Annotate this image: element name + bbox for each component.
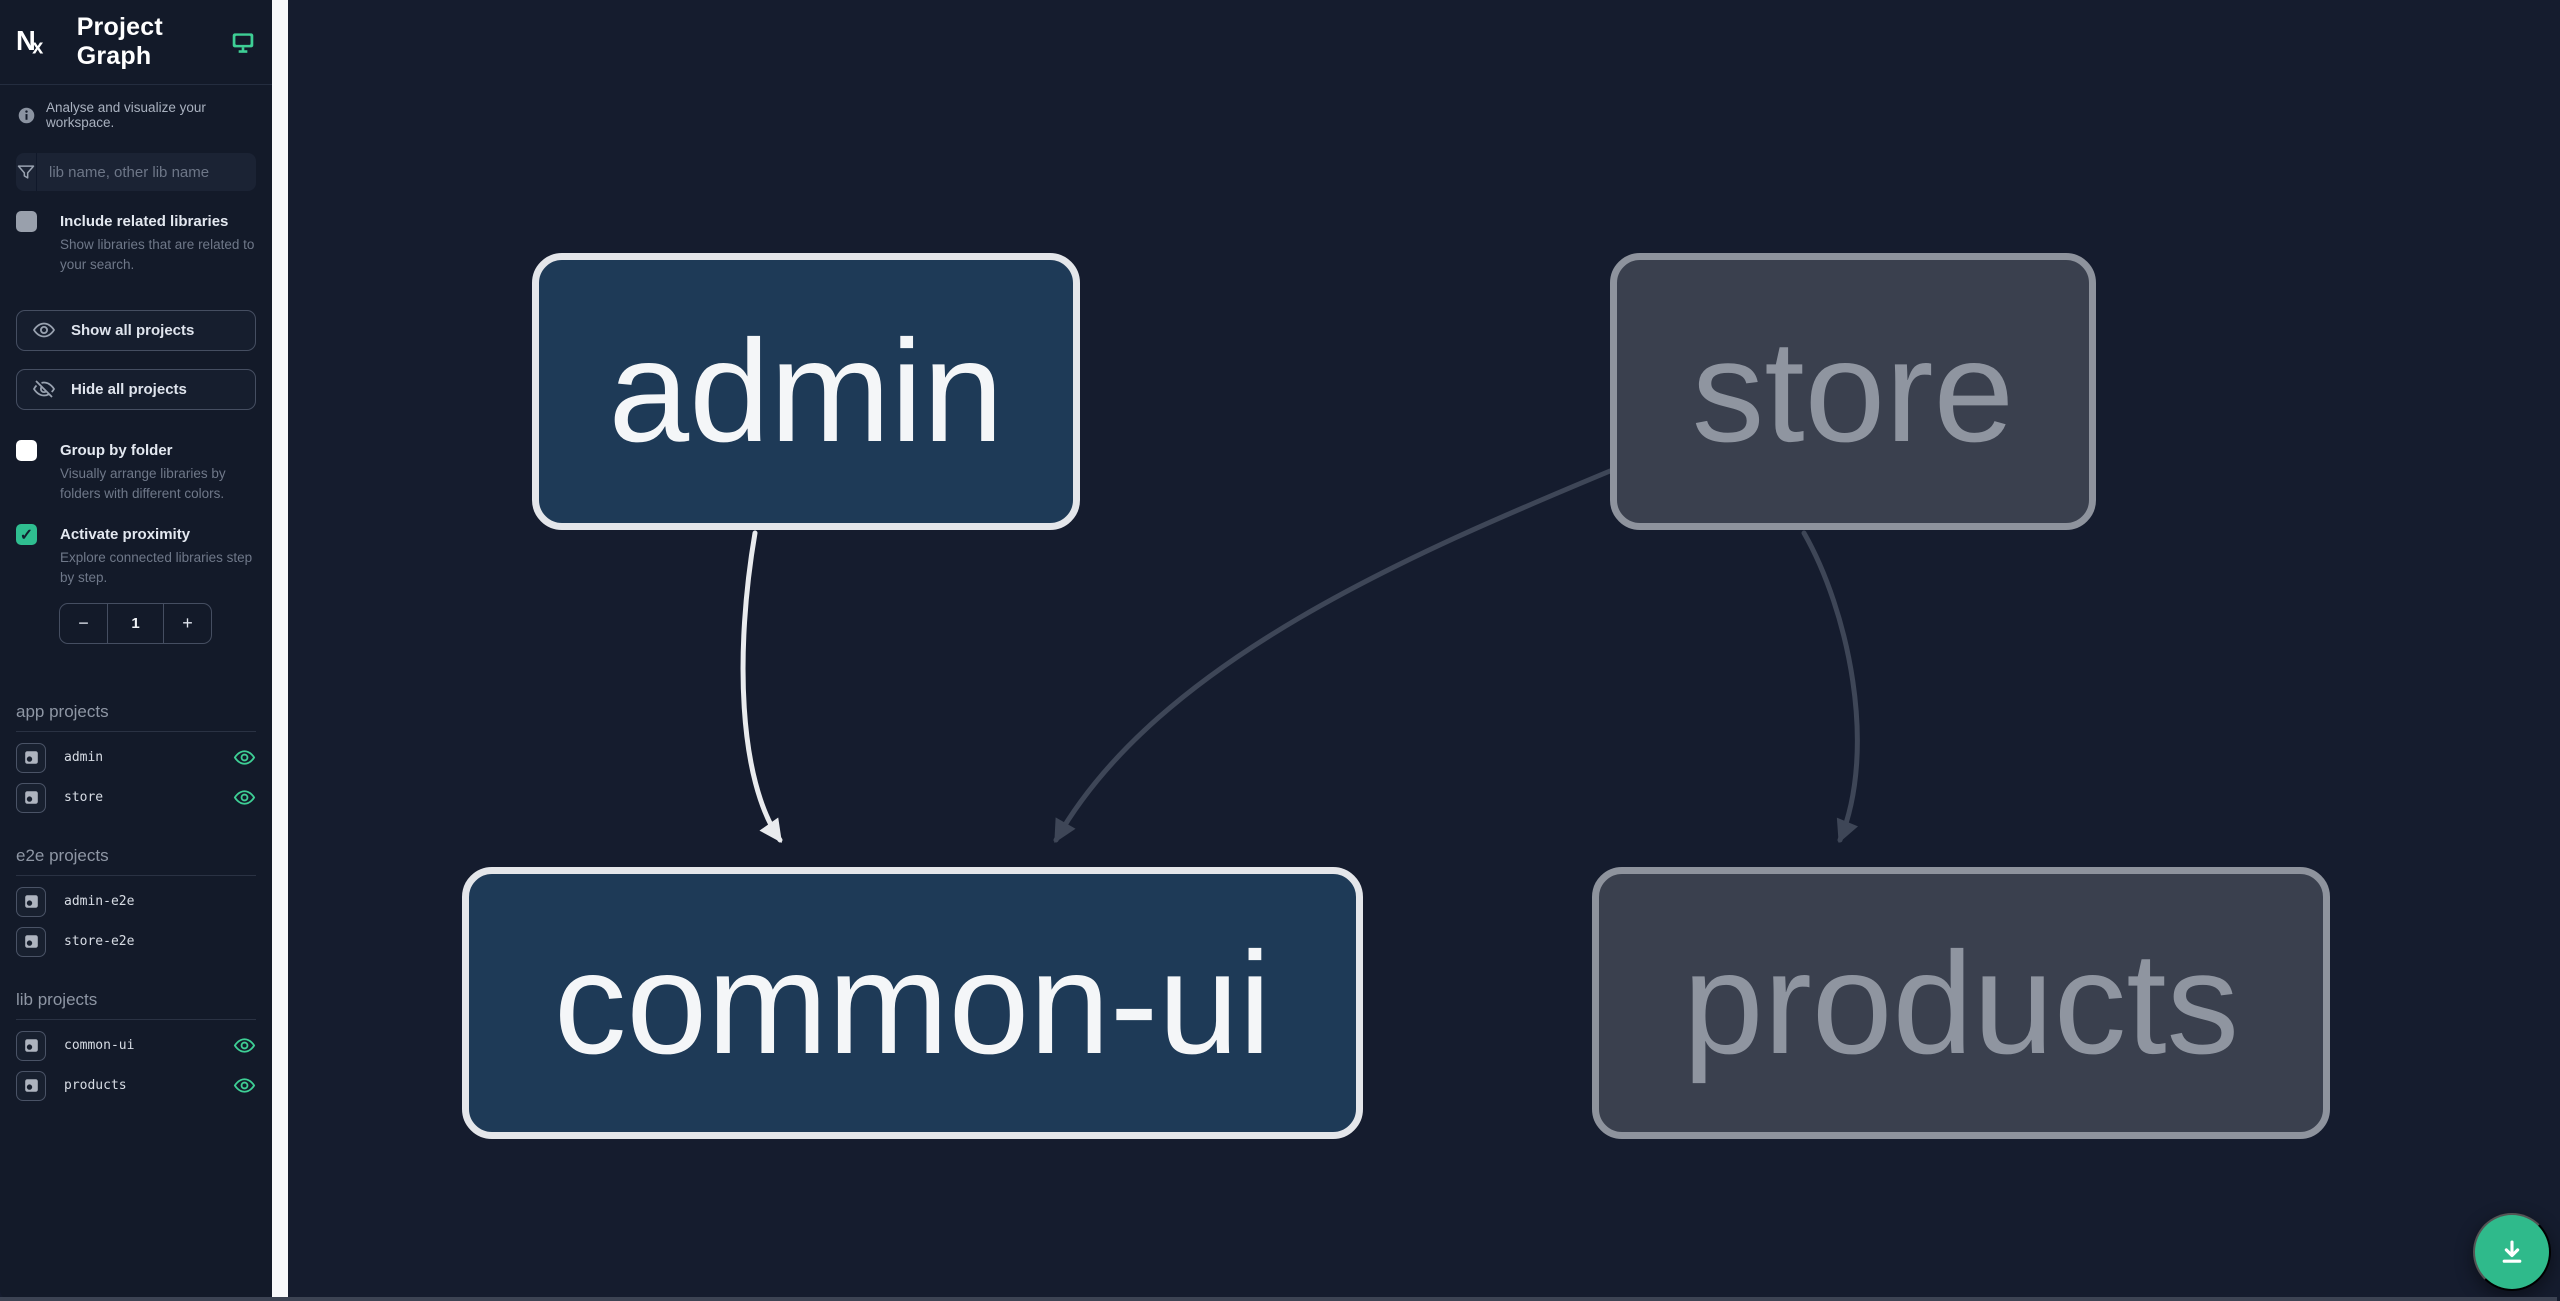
include-related-description: Show libraries that are related to your … [60, 237, 255, 273]
eye-off-icon [32, 380, 56, 398]
hide-all-projects-label: Hide all projects [71, 380, 187, 398]
focus-project-icon[interactable] [16, 926, 46, 957]
proximity-decrement-button[interactable]: − [78, 612, 89, 633]
eye-icon[interactable] [233, 1074, 256, 1097]
graph-node-products[interactable]: products [1592, 867, 2330, 1139]
show-all-projects-label: Show all projects [71, 321, 195, 339]
filter-box [16, 153, 256, 191]
project-name[interactable]: store-e2e [64, 934, 135, 949]
eye-icon[interactable] [233, 786, 256, 809]
tagline-text: Analyse and visualize your workspace. [46, 100, 206, 130]
node-label: store [1691, 310, 2015, 472]
project-name[interactable]: admin-e2e [64, 894, 135, 909]
project-row-common-ui: common-ui [16, 1026, 256, 1066]
eye-icon[interactable] [233, 746, 256, 769]
graph-node-store[interactable]: store [1610, 253, 2096, 530]
sidebar-header: N x Project Graph [0, 0, 272, 85]
group-by-folder-checkbox[interactable] [16, 439, 37, 461]
project-row-store: store [16, 778, 256, 818]
graph-node-common-ui[interactable]: common-ui [462, 867, 1363, 1139]
project-row-admin: admin [16, 738, 256, 778]
activate-proximity-checkbox[interactable]: ✓ [16, 524, 37, 545]
edge-store-to-common-ui [1053, 468, 1613, 843]
graph-node-admin[interactable]: admin [532, 253, 1080, 530]
section-title-lib-projects: lib projects [16, 990, 256, 1020]
monitor-icon[interactable] [230, 29, 256, 55]
section-title-e2e-projects: e2e projects [16, 846, 256, 876]
project-name[interactable]: common-ui [64, 1038, 135, 1053]
node-label: admin [608, 310, 1004, 472]
info-icon [18, 107, 35, 123]
download-image-button[interactable] [2473, 1213, 2551, 1291]
window-bottom-edge [0, 1297, 2557, 1301]
sidebar: N x Project Graph Analyse and visualize … [0, 0, 272, 1301]
show-all-projects-button[interactable]: Show all projects [16, 309, 256, 351]
activate-proximity-row: ✓ Activate proximity Explore connected l… [0, 524, 272, 589]
hide-all-projects-button[interactable]: Hide all projects [16, 368, 256, 410]
focus-project-icon[interactable] [16, 1030, 46, 1061]
download-icon [2502, 1240, 2522, 1263]
node-label: common-ui [553, 921, 1272, 1084]
funnel-icon [16, 153, 37, 191]
include-related-row: Include related libraries Show libraries… [0, 211, 272, 276]
proximity-stepper: − 1 + [59, 602, 212, 644]
svg-text:x: x [32, 36, 44, 58]
focus-project-icon[interactable] [16, 1070, 46, 1101]
nx-logo: N x [16, 25, 44, 58]
focus-project-icon[interactable] [16, 886, 46, 917]
include-related-label: Include related libraries [60, 213, 229, 230]
svg-text:N: N [16, 25, 36, 56]
graph-canvas[interactable]: admin store common-ui products [288, 0, 2560, 1301]
eye-icon[interactable] [233, 1034, 256, 1057]
proximity-value: 1 [107, 603, 164, 643]
focus-project-icon[interactable] [16, 782, 46, 813]
dependency-edges [740, 468, 1860, 844]
project-row-store-e2e: store-e2e [16, 922, 256, 962]
group-by-folder-description: Visually arrange libraries by folders wi… [60, 465, 226, 501]
group-by-folder-row: Group by folder Visually arrange librari… [0, 439, 272, 505]
project-row-admin-e2e: admin-e2e [16, 882, 256, 922]
edge-admin-to-common-ui [740, 530, 783, 843]
focus-project-icon[interactable] [16, 742, 46, 773]
eye-icon [32, 322, 56, 338]
sidebar-resize-handle[interactable] [272, 0, 288, 1301]
project-name[interactable]: products [64, 1078, 127, 1093]
proximity-increment-button[interactable]: + [182, 612, 193, 633]
activate-proximity-label: Activate proximity [60, 526, 191, 543]
page-title: Project Graph [76, 13, 163, 70]
section-title-app-projects: app projects [16, 702, 256, 732]
project-row-products: products [16, 1066, 256, 1106]
include-related-checkbox[interactable] [16, 211, 37, 232]
node-label: products [1682, 921, 2240, 1084]
project-name[interactable]: admin [64, 750, 104, 765]
group-by-folder-label: Group by folder [60, 441, 173, 459]
tagline: Analyse and visualize your workspace. [0, 85, 272, 130]
activate-proximity-description: Explore connected libraries step by step… [60, 550, 253, 586]
project-name[interactable]: store [64, 790, 104, 805]
filter-input[interactable] [37, 153, 256, 191]
edge-store-to-products [1801, 530, 1860, 844]
